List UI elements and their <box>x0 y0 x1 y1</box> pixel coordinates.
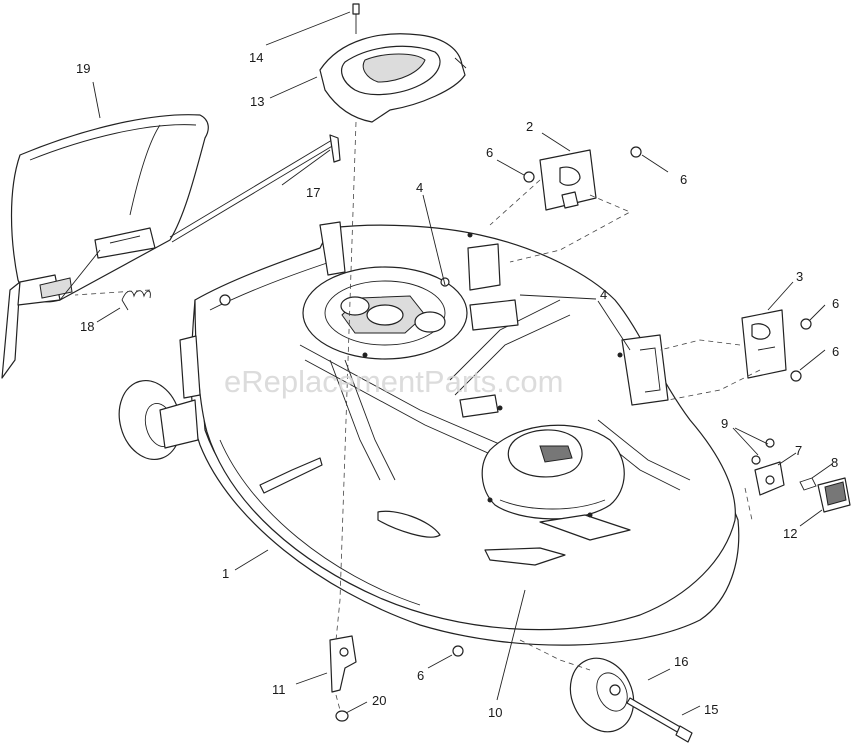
mount-bracket[interactable] <box>329 635 357 693</box>
callout-18: 18 <box>80 319 94 334</box>
callout-6-bracket-right: 6 <box>680 172 687 187</box>
nut-6b[interactable] <box>630 146 642 158</box>
callout-7: 7 <box>795 443 802 458</box>
callout-6-bracket-left: 6 <box>486 145 493 160</box>
wheel-bolt[interactable] <box>626 697 693 743</box>
pivot-rod[interactable] <box>169 134 341 243</box>
spring[interactable] <box>121 290 151 311</box>
nut-9[interactable] <box>751 438 775 465</box>
callout-8: 8 <box>831 455 838 470</box>
nut-6a[interactable] <box>523 171 535 183</box>
cover-bolt[interactable] <box>352 3 360 34</box>
callout-6-side-lower: 6 <box>832 344 839 359</box>
nut-20[interactable] <box>335 710 349 722</box>
callout-16: 16 <box>674 654 688 669</box>
callout-1: 1 <box>222 566 229 581</box>
callout-10: 10 <box>488 705 502 720</box>
spindle-cover[interactable] <box>319 33 467 123</box>
callout-15: 15 <box>704 702 718 717</box>
callout-20: 20 <box>372 693 386 708</box>
front-left-wheel[interactable] <box>111 374 199 467</box>
bracket-7[interactable] <box>754 461 785 496</box>
nut-6c[interactable] <box>800 318 812 330</box>
callout-6-side-upper: 6 <box>832 296 839 311</box>
callout-labels: 1 2 3 4 4 6 6 6 6 6 7 8 9 10 11 12 13 14… <box>76 50 839 720</box>
callout-14: 14 <box>249 50 263 65</box>
mower-deck[interactable] <box>179 221 740 646</box>
callout-9: 9 <box>721 416 728 431</box>
callout-3: 3 <box>796 269 803 284</box>
bracket-3[interactable] <box>741 309 787 379</box>
callout-19: 19 <box>76 61 90 76</box>
callout-12: 12 <box>783 526 797 541</box>
grass-deflector[interactable] <box>1 114 209 379</box>
nut-6e[interactable] <box>452 645 464 657</box>
bracket-2[interactable] <box>539 149 597 211</box>
rear-wheel[interactable] <box>559 648 645 742</box>
callout-2: 2 <box>526 119 533 134</box>
callout-4-left: 4 <box>416 180 423 195</box>
watermark: eReplacementParts.com <box>224 364 563 399</box>
callout-13: 13 <box>250 94 264 109</box>
callout-4-right: 4 <box>600 287 607 302</box>
leader-lines <box>92 11 833 716</box>
nut-6d[interactable] <box>790 370 802 382</box>
callout-11: 11 <box>272 682 286 697</box>
alignment-lines <box>74 121 761 711</box>
callout-6-bottom: 6 <box>417 668 424 683</box>
callout-17: 17 <box>306 185 320 200</box>
spring-8[interactable] <box>799 477 817 491</box>
knob-12[interactable] <box>817 477 851 513</box>
